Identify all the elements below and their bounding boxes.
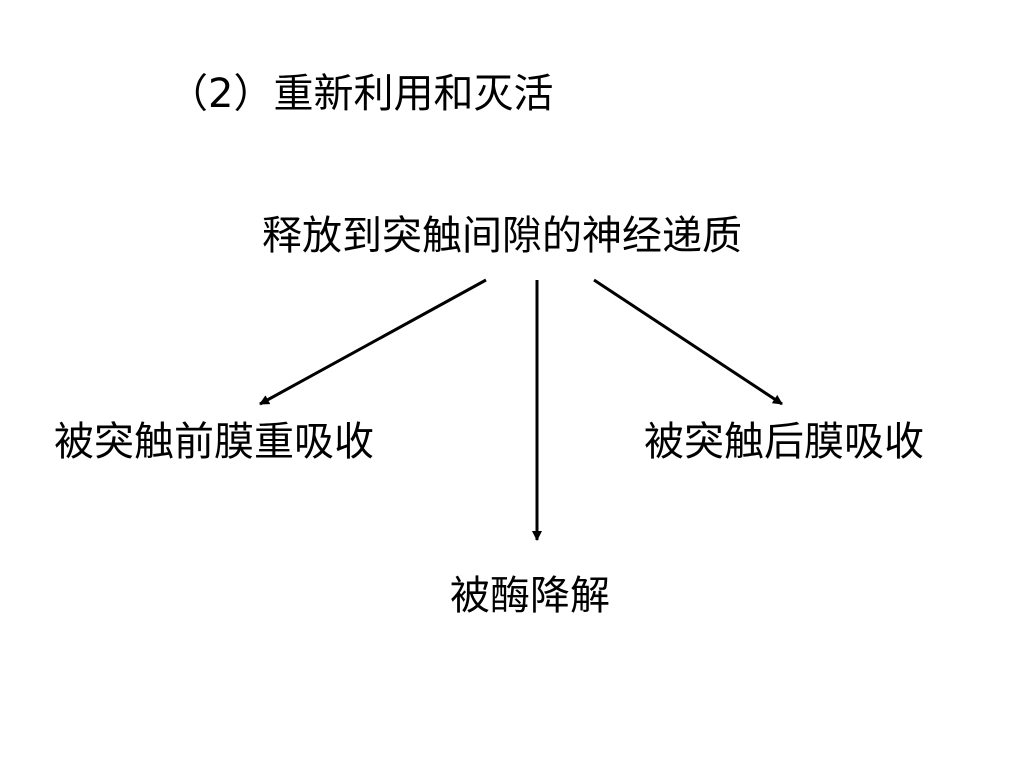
arrow-to-presynaptic-reuptake <box>259 278 487 406</box>
outcome-enzyme-degradation: 被酶降解 <box>450 573 610 619</box>
source-node-neurotransmitter: 释放到突触间隙的神经递质 <box>262 213 742 259</box>
arrow-to-postsynaptic-uptake <box>593 278 783 406</box>
slide-heading: （2）重新利用和灭活 <box>168 71 554 117</box>
outcome-presynaptic-reuptake: 被突触前膜重吸收 <box>54 419 374 465</box>
outcome-postsynaptic-uptake: 被突触后膜吸收 <box>644 419 924 465</box>
